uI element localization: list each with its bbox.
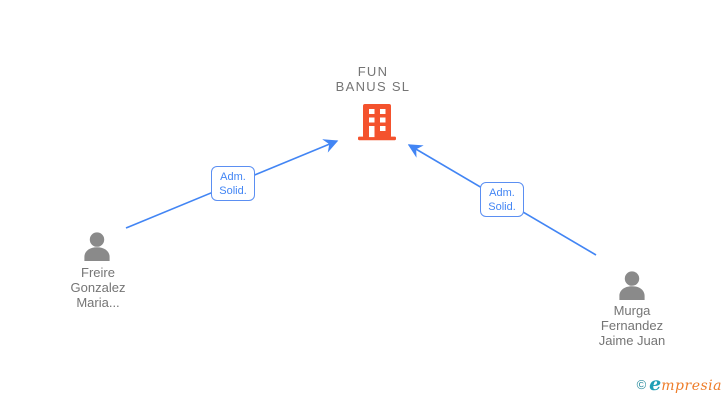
relation-label-line: Solid.: [219, 185, 247, 197]
copyright-icon: ©: [636, 377, 647, 392]
shareholder-name-line: Jaime Juan: [598, 333, 666, 348]
person-icon-right[interactable]: [617, 271, 647, 300]
person-icon-left[interactable]: [82, 232, 112, 261]
shareholder-name-line: Murga: [613, 303, 651, 318]
shareholder-name-line: Maria...: [76, 295, 120, 310]
shareholder-name-left[interactable]: Freire Gonzalez Maria...: [33, 265, 163, 310]
building-icon[interactable]: [358, 103, 396, 141]
shareholder-name-line: Freire: [81, 265, 115, 280]
shareholder-name-line: Gonzalez: [70, 280, 126, 295]
empresia-logo[interactable]: ©empresia: [637, 373, 722, 395]
company-name[interactable]: FUN BANUS SL: [293, 64, 453, 94]
company-name-line: FUN: [357, 64, 389, 79]
shareholder-name-right[interactable]: Murga Fernandez Jaime Juan: [567, 303, 697, 348]
relation-label-left[interactable]: Adm. Solid.: [211, 166, 255, 201]
company-name-line: BANUS SL: [335, 79, 411, 94]
shareholder-name-line: Fernandez: [600, 318, 664, 333]
relation-label-line: Adm.: [220, 171, 246, 183]
relation-label-line: Adm.: [489, 187, 515, 199]
logo-brand-text: mpresia: [661, 378, 722, 394]
logo-lead-letter: e: [649, 373, 662, 395]
relation-label-right[interactable]: Adm. Solid.: [480, 182, 524, 217]
relation-label-line: Solid.: [488, 201, 516, 213]
